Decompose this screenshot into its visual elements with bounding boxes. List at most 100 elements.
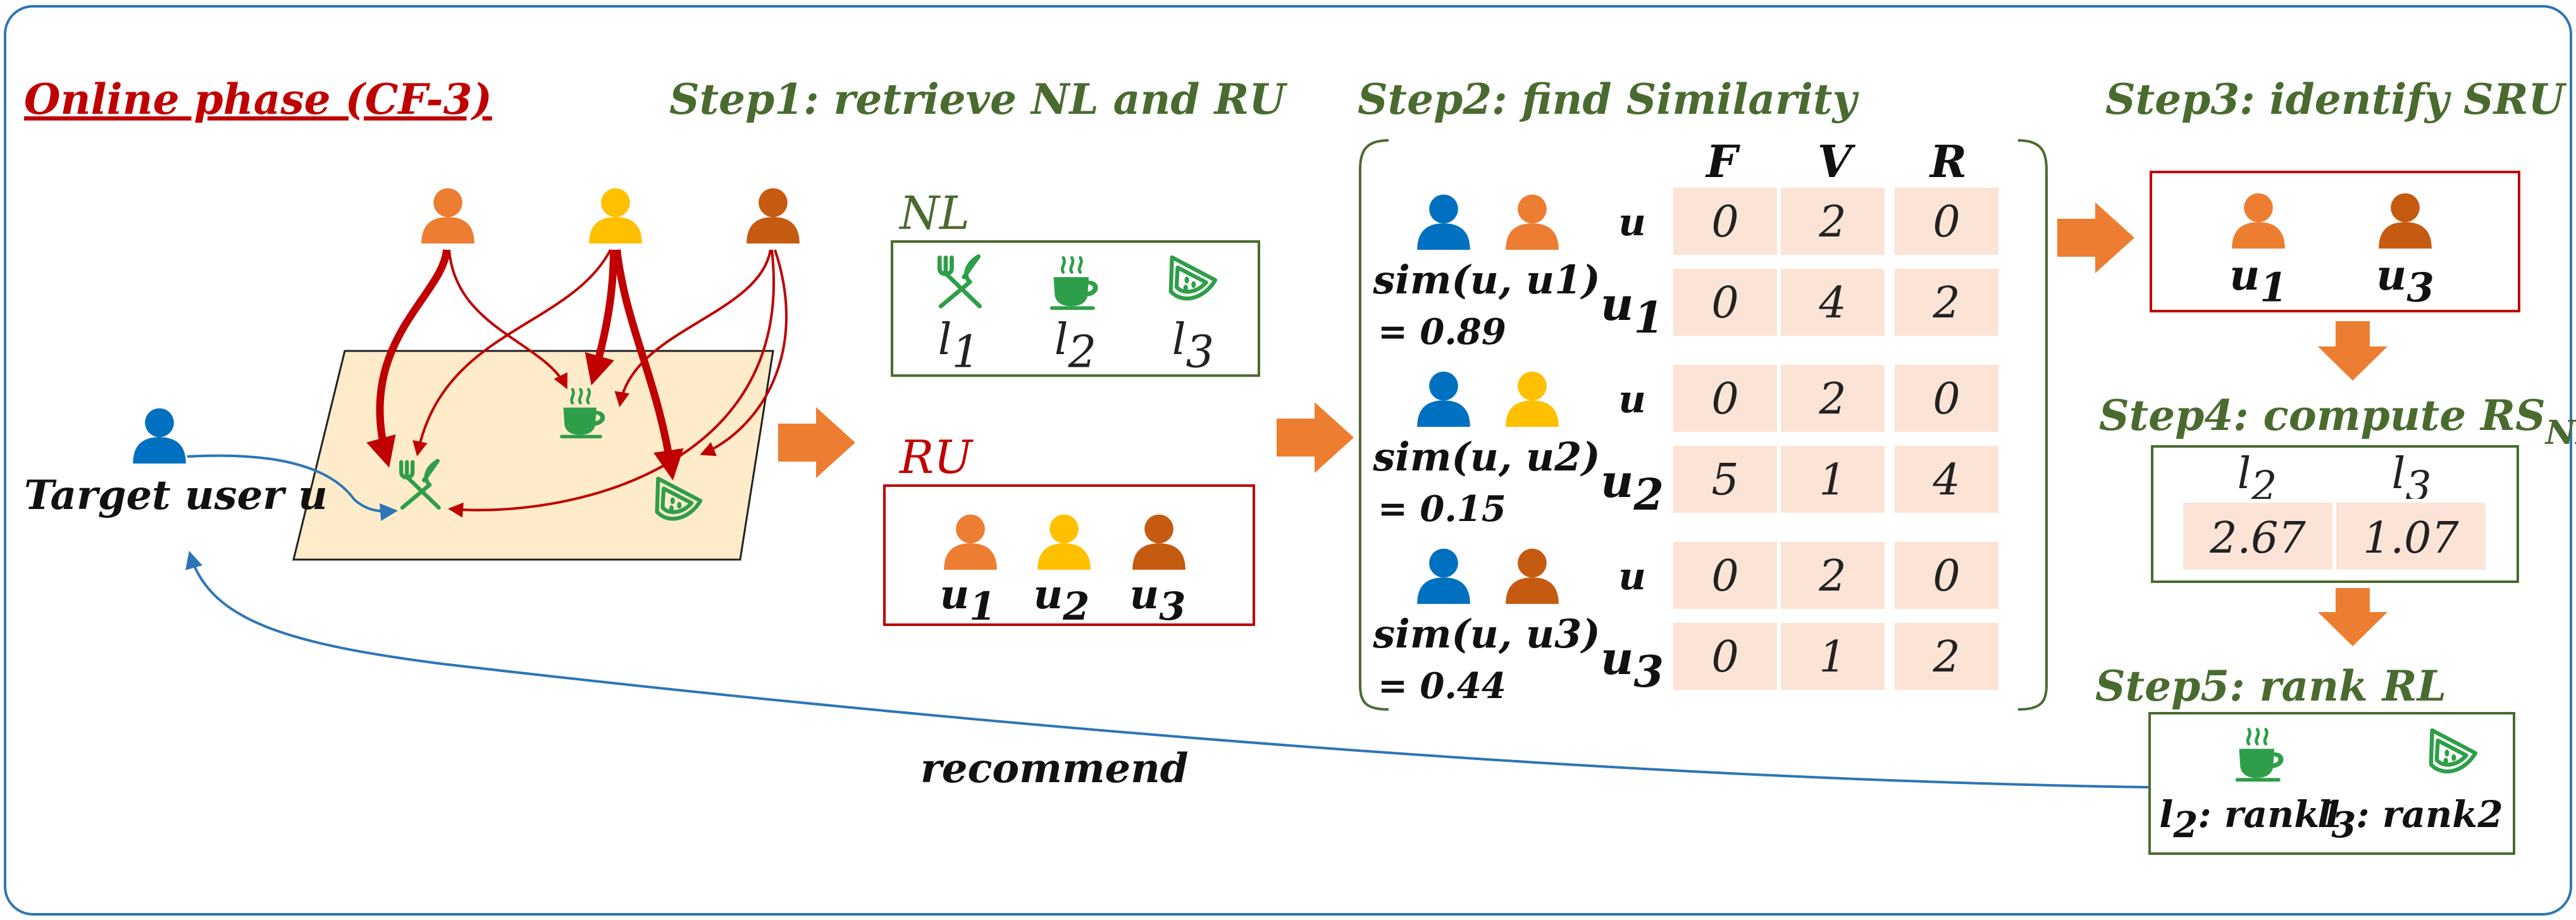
similarity-label: sim(u, u1) (1372, 257, 1600, 303)
table-cell-value: 0 (1711, 551, 1738, 601)
table-cell (1891, 361, 2002, 436)
table-cell (1669, 538, 1781, 613)
sru-item-labels: u1 u3 (2229, 250, 2434, 310)
nl-fruit-icon (1171, 257, 1215, 298)
table-cell-value: 0 (1711, 632, 1738, 682)
row-label: u3 (1601, 631, 1664, 697)
target-user-icon (133, 408, 186, 464)
user-yellow-icon (589, 188, 642, 244)
step2-title: Step2: find Similarity (1358, 75, 1859, 124)
table-cell-value: 5 (1711, 455, 1738, 505)
nl-item-label: l3 (1172, 315, 1214, 378)
table-cell-value: 0 (1711, 278, 1738, 328)
table-cell (1891, 538, 2002, 613)
nl-item-label: l1 (938, 315, 980, 378)
table-cell (1777, 538, 1888, 613)
row-label: u1 (1601, 277, 1664, 343)
table-cell-value: 0 (1933, 551, 1960, 601)
table-cell-value: 2 (1932, 632, 1960, 682)
step5-title: Step5: rank RL (2095, 661, 2446, 711)
table-cell (1891, 265, 2002, 340)
table-cell-value: 0 (1933, 374, 1960, 424)
table-cell (1669, 619, 1781, 694)
step1-title: Step1: retrieve NL and RU (669, 75, 1287, 124)
rs-cell (2179, 499, 2336, 573)
table-cell-value: 0 (1711, 374, 1738, 424)
user-brown-icon (746, 188, 800, 244)
similarity-value: = 0.44 (1378, 665, 1506, 707)
similarity-value: = 0.89 (1378, 311, 1506, 353)
rl-cafe-icon (2236, 730, 2284, 782)
table-cell-value: 4 (1818, 278, 1846, 328)
recommend-arrow (185, 551, 2149, 788)
ru-user1-icon (944, 514, 997, 570)
table-cell (1777, 619, 1888, 694)
table-cell-value: 2 (1818, 374, 1846, 424)
table-cell-value: 4 (1932, 455, 1960, 505)
ru-item-labels: u1 u2 u3 (940, 571, 1186, 629)
table-cell (1777, 442, 1888, 517)
outer-frame (4, 5, 2572, 916)
ru-item-label: u3 (1130, 571, 1186, 629)
table-cell (1891, 184, 2002, 259)
column-header: F (1705, 135, 1740, 188)
sru-item-label: u1 (2229, 250, 2288, 310)
table-cell-value: 2 (1818, 551, 1846, 601)
sru-user1-icon (2232, 193, 2285, 249)
row-label: u2 (1601, 454, 1664, 520)
ru-item-label: u1 (940, 571, 996, 629)
online-phase-title: Online phase (CF-3) (24, 75, 492, 124)
target-user-icon (1417, 548, 1470, 604)
neighbor-user-icon (1506, 194, 1559, 250)
rs-value: 1.07 (2363, 513, 2459, 563)
row-label: u (1618, 555, 1646, 599)
step4-title: Step4: compute RSNL (2099, 391, 2576, 452)
table-cell-value: 0 (1711, 197, 1738, 247)
ru-user2-icon (1037, 514, 1091, 570)
sru-item-label: u3 (2376, 250, 2434, 310)
nl-box (891, 240, 1260, 377)
recommend-label: recommend (920, 745, 1189, 792)
sru-box (2150, 171, 2520, 312)
visit-arrows (366, 249, 788, 518)
rl-item-label: l3: rank2 (2317, 793, 2503, 846)
flow-arrow-2 (1277, 402, 1354, 473)
similarity-label: sim(u, u3) (1372, 611, 1600, 657)
step2-right-brace (2017, 139, 2048, 711)
rs-cell (2332, 499, 2489, 573)
table-cell-value: 2 (1818, 197, 1846, 247)
similarity-group: sim(u, u3) = 0.44 u 0 2 0 u3 0 1 2 (1372, 538, 2002, 707)
flow-arrow-3 (2057, 202, 2134, 273)
table-cell-value: 2 (1932, 278, 1960, 328)
ru-label: RU (898, 431, 974, 484)
rl-fruit-icon (2431, 730, 2475, 771)
neighbor-user-icon (1506, 371, 1559, 427)
column-header: R (1929, 135, 1967, 188)
ru-user3-icon (1132, 514, 1186, 570)
rl-item-label: l2: rank1 (2159, 793, 2344, 846)
ru-box (883, 484, 1255, 626)
rs-box (2151, 445, 2519, 583)
ru-item-label: u2 (1034, 571, 1090, 629)
rl-box (2148, 712, 2515, 855)
target-user-icon (1417, 194, 1470, 250)
table-cell-value: 1 (1819, 632, 1846, 682)
target-user-icon (1417, 371, 1470, 427)
location-map (292, 350, 774, 561)
target-user-label: Target user u (24, 472, 328, 519)
target-user-visit-arrow (187, 454, 398, 521)
step3-title: Step3: identify SRU (2105, 75, 2567, 124)
flow-arrow-1 (778, 407, 855, 478)
nl-restaurant-icon (939, 257, 979, 307)
nl-label: NL (898, 187, 970, 240)
sru-user3-icon (2379, 193, 2432, 249)
nl-cafe-icon (1050, 258, 1098, 310)
rs-value: 2.67 (2209, 513, 2306, 563)
row-label: u (1618, 200, 1646, 245)
